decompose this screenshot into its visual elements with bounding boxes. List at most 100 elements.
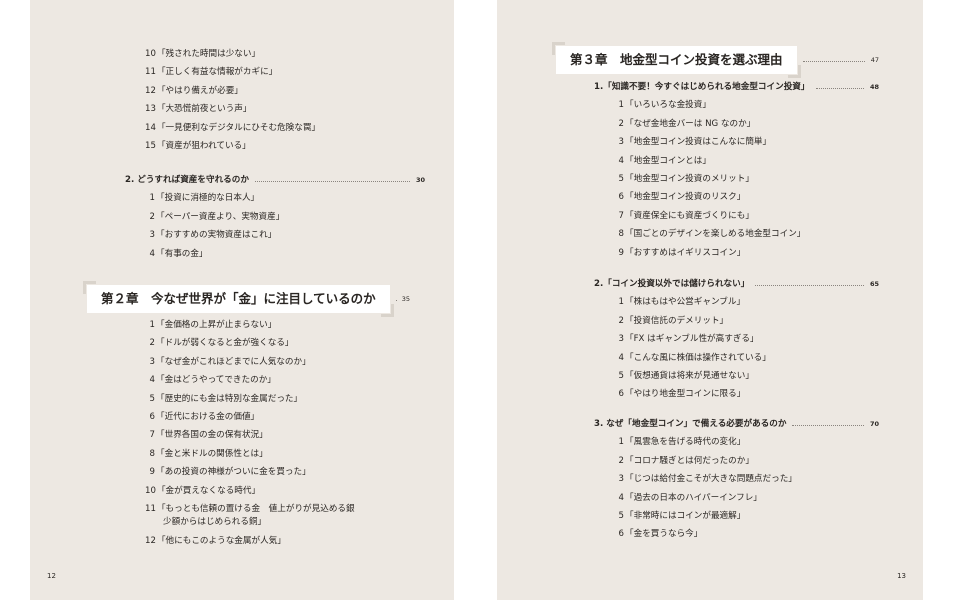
item-number: 5 (618, 370, 624, 381)
item-title: 「金が買えなくなる時代」 (156, 485, 261, 496)
toc-item[interactable]: 11「もっとも信頼の置ける金 値上がりが見込める銀 (125, 500, 425, 518)
chapter-page: 47 (870, 56, 879, 64)
section-title: 2.「コイン投資以外では儲けられない」 (594, 279, 750, 289)
item-number: 10 (145, 485, 156, 496)
section-title: 1.「知識不要！今すぐはじめられる地金型コイン投資」 (594, 82, 810, 92)
toc-item[interactable]: 3「おすすめの実物資産はこれ」 (125, 226, 425, 244)
item-number: 2 (618, 118, 624, 129)
toc-item[interactable]: 1「投資に消極的な日本人」 (125, 189, 425, 207)
toc-item[interactable]: 3「地金型コイン投資はこんなに簡単」 (594, 133, 879, 151)
item-number: 3 (149, 230, 155, 241)
item-title: 「他にもこのような金属が人気」 (156, 535, 286, 546)
item-title: 「やはり地金型コインに限る」 (625, 389, 746, 400)
toc-item[interactable]: 2「投資信託のデメリット」 (594, 312, 879, 330)
dot-leader (792, 424, 864, 426)
item-title: 「大恐慌前夜という声」 (156, 104, 252, 115)
toc-item[interactable]: 4「こんな風に株価は操作されている」 (594, 349, 879, 367)
item-number: 6 (149, 411, 155, 422)
item-title: 「風雲急を告げる時代の変化」 (625, 437, 746, 448)
item-number: 3 (618, 474, 624, 485)
section-page: 70 (869, 420, 879, 428)
toc-item[interactable]: 14「一見便利なデジタルにひそむ危険な罠」 (125, 119, 425, 137)
section-heading[interactable]: 1.「知識不要！今すぐはじめられる地金型コイン投資」48 (594, 78, 879, 96)
toc-item[interactable]: 2「なぜ金地金バーは NG なのか」 (594, 115, 879, 133)
toc-item[interactable]: 6「やはり地金型コインに限る」 (594, 385, 879, 403)
chapter-heading[interactable]: 第２章 今なぜ世界が「金」に注目しているのか 35 (83, 281, 410, 317)
toc-item[interactable]: 7「世界各国の金の保有状況」 (125, 426, 425, 444)
toc-item[interactable]: 6「地金型コイン投資のリスク」 (594, 188, 879, 206)
item-title: 「一見便利なデジタルにひそむ危険な罠」 (156, 122, 321, 133)
toc-item[interactable]: 6「近代における金の価値」 (125, 408, 425, 426)
item-title: 「金はどうやってできたのか」 (156, 375, 276, 386)
item-number: 3 (618, 334, 624, 345)
toc-item[interactable]: 12「やはり備えが必要」 (125, 82, 425, 100)
item-title: 「正しく有益な情報がカギに」 (156, 67, 278, 78)
item-number: 7 (618, 210, 624, 221)
toc-item[interactable]: 7「資産保全にも資産づくりにも」 (594, 207, 879, 225)
toc-item[interactable]: 5「地金型コイン投資のメリット」 (594, 170, 879, 188)
toc-item[interactable]: 9「おすすめはイギリスコイン」 (594, 244, 879, 262)
toc-item[interactable]: 10「金が買えなくなる時代」 (125, 482, 425, 500)
toc-item[interactable]: 2「コロナ騒ぎとは何だったのか」 (594, 452, 879, 470)
item-title: 「仮想通貨は将来が見通せない」 (625, 370, 754, 381)
toc-item[interactable]: 2「ドルが弱くなると金が強くなる」 (125, 334, 425, 352)
section-heading[interactable]: 2.「コイン投資以外では儲けられない」65 (594, 275, 879, 293)
item-title: 「おすすめの実物資産はこれ」 (156, 230, 277, 241)
left-page: 10「残された時間は少ない」11「正しく有益な情報がカギに」12「やはり備えが必… (30, 0, 454, 600)
item-number: 2 (618, 315, 624, 326)
toc-item[interactable]: 3「じつは給付金こそが大きな問題点だった」 (594, 470, 879, 488)
item-number: 6 (618, 192, 624, 203)
item-number: 1 (149, 193, 155, 204)
item-title: 「FX はギャンブル性が高すぎる」 (625, 334, 759, 345)
toc-item[interactable]: 3「FX はギャンブル性が高すぎる」 (594, 330, 879, 348)
toc-item[interactable]: 8「国ごとのデザインを楽しめる地金型コイン」 (594, 225, 879, 243)
chapter-heading[interactable]: 第３章 地金型コイン投資を選ぶ理由 47 (552, 42, 879, 78)
item-title: 「金と米ドルの関係性とは」 (156, 448, 268, 459)
toc-item[interactable]: 15「資産が狙われている」 (125, 137, 425, 155)
chapter-page: 35 (401, 295, 410, 303)
toc-item[interactable]: 10「残された時間は少ない」 (125, 45, 425, 63)
item-number: 3 (149, 356, 155, 367)
chapter-title: 第３章 地金型コイン投資を選ぶ理由 (552, 42, 801, 78)
toc-item[interactable]: 2「ペーパー資産より、実物資産」 (125, 208, 425, 226)
item-number: 5 (149, 393, 155, 404)
toc-item[interactable]: 3「なぜ金がこれほどまでに人気なのか」 (125, 353, 425, 371)
toc-item[interactable]: 5「仮想通貨は将来が見通せない」 (594, 367, 879, 385)
toc-item[interactable]: 8「金と米ドルの関係性とは」 (125, 445, 425, 463)
toc-item[interactable]: 13「大恐慌前夜という声」 (125, 100, 425, 118)
toc-item[interactable]: 12「他にもこのような金属が人気」 (125, 532, 425, 550)
item-title: 「あの投資の神様がついに金を買った」 (156, 467, 311, 478)
item-number: 2 (149, 338, 155, 349)
item-title: 「投資信託のデメリット」 (625, 315, 729, 326)
item-title: 「地金型コイン投資はこんなに簡単」 (625, 137, 772, 148)
item-number: 3 (618, 137, 624, 148)
item-number: 2 (149, 211, 155, 222)
toc-item[interactable]: 9「あの投資の神様がついに金を買った」 (125, 463, 425, 481)
toc-item[interactable]: 1「風雲急を告げる時代の変化」 (594, 433, 879, 451)
toc-item-continuation: 少額からはじめられる銅」 (163, 517, 267, 528)
toc-item[interactable]: 5「非常時にはコインが最適解」 (594, 507, 879, 525)
toc-item[interactable]: 1「いろいろな金投資」 (594, 96, 879, 114)
dot-leader (815, 87, 864, 89)
toc-item[interactable]: 6「金を買うなら今」 (594, 525, 879, 543)
item-title: 「地金型コインとは」 (625, 155, 711, 166)
item-title: 「資産保全にも資産づくりにも」 (625, 210, 754, 221)
toc-item[interactable]: 4「過去の日本のハイパーインフレ」 (594, 489, 879, 507)
toc-item[interactable]: 1「株はもはや公営ギャンブル」 (594, 293, 879, 311)
toc-item[interactable]: 5「歴史的にも金は特別な金属だった」 (125, 390, 425, 408)
item-title: 「歴史的にも金は特別な金属だった」 (156, 393, 303, 404)
toc-item[interactable]: 1「金価格の上昇が止まらない」 (125, 316, 425, 334)
toc-item[interactable]: 4「有事の金」 (125, 245, 425, 263)
item-title: 「金価格の上昇が止まらない」 (156, 320, 277, 330)
toc-item[interactable]: 4「地金型コインとは」 (594, 152, 879, 170)
item-number: 4 (149, 375, 155, 386)
item-number: 6 (618, 529, 624, 540)
item-title: 「有事の金」 (156, 248, 208, 259)
toc-item[interactable]: 4「金はどうやってできたのか」 (125, 371, 425, 389)
item-title: 「地金型コイン投資のリスク」 (625, 192, 746, 203)
toc-item[interactable]: 11「正しく有益な情報がカギに」 (125, 63, 425, 81)
dot-leader (254, 180, 410, 182)
